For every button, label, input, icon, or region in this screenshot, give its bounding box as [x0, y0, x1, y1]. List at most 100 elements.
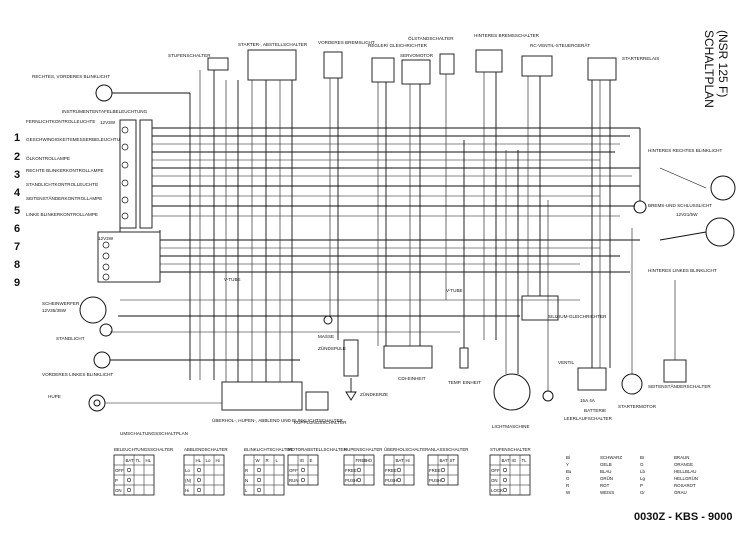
lamp-number: 8: [14, 259, 20, 271]
switch-contact: [440, 467, 446, 473]
horn: HUPE: [48, 394, 106, 412]
instrument-lamp-label: GESCHWINDIGKEITSMESSERBELEUCHTUNG: [26, 137, 127, 142]
lamp-number: 1: [14, 132, 20, 144]
instrument-lamp-label: STANDLICHTKONTROLLEUCHTE: [26, 182, 98, 187]
color-name: ROSAROT: [674, 483, 696, 488]
switch-table-row: PUSH: [429, 478, 441, 483]
switch-table-title: ABBLENDSCHALTER: [184, 447, 228, 452]
headlight-label: SCHEINWERFER: [42, 301, 80, 306]
servo-label: SERVOMOTOR: [400, 53, 434, 58]
lamp-number: 5: [14, 205, 20, 217]
diode-label: SILIZIUM-GLEICHRICHTER: [548, 314, 607, 319]
switch-table-row: OFF: [289, 468, 298, 473]
color-name: GRÜN: [600, 476, 613, 481]
color-name: GRAU: [674, 490, 687, 495]
clutch-label: KUPPLUNGSSCHALTER: [294, 420, 347, 425]
color-code: Bl: [566, 455, 570, 460]
color-name: ROT: [600, 483, 610, 488]
switch-table-col: ST: [450, 458, 456, 463]
color-code: Br: [640, 455, 645, 460]
switch-contact: [196, 467, 202, 473]
switch-contact: [502, 477, 508, 483]
switch-table-col: R: [266, 458, 269, 463]
rc-valve-label: RC-VENTIL-STEUERGERÄT: [530, 42, 590, 48]
switch-table-row: L: [245, 488, 248, 493]
brake-tail-label: BREMS-UND SCHLUSSLICHT: [648, 203, 712, 208]
switch-table-col: W: [256, 458, 261, 463]
battery-label: BATTERIE: [584, 408, 606, 413]
instrument-lamp-label: SEITENSTÄNDERKONTROLLAMPE: [26, 195, 102, 201]
switch-contact: [396, 477, 402, 483]
lamp-number: 7: [14, 241, 20, 253]
starter-motor-label: STARTERMOTOR: [618, 404, 657, 409]
lamp-number-column: 1 2 3 4 5 6 7 8 9: [14, 132, 21, 289]
front-left-blinker: VORDERES LINKES BLINKLICHT: [42, 351, 113, 377]
fuse-label: 15A 4A: [580, 398, 596, 403]
switch-contact: [356, 467, 362, 473]
lamp-number: 4: [14, 187, 21, 199]
switch-table-row: FREE: [345, 468, 357, 473]
switch-table-title: ÜBERHOLSCHALTER: [384, 447, 428, 452]
lamp-number: 3: [14, 169, 20, 181]
lamp-number: 6: [14, 223, 20, 235]
rear-lamps: HINTERES RECHTES BLINKLICHT BREMS-UND SC…: [633, 148, 736, 273]
horn-label: HUPE: [48, 394, 61, 399]
switch-table-title: BELEUCHTUNGSSCHALTER: [114, 447, 173, 452]
switch-table-col: TL: [136, 458, 142, 463]
switch-table-col: HO: [366, 458, 373, 463]
masse-label: MASSE: [318, 334, 334, 339]
brake-tail-rating: 12V21/5W: [676, 212, 698, 217]
switch-contact: [196, 477, 202, 483]
lichtmaschine-label: LICHTMASCHINE: [492, 424, 530, 429]
legend-title: UMSCHALTUNGSSCHALTPLAN: [120, 431, 188, 436]
instrument-lamp-label: INSTRUMENTENTAFELBELEUCHTUNG: [62, 109, 148, 114]
switch-table-col: IG: [300, 458, 305, 463]
lamp-number: 2: [14, 151, 20, 163]
title-line1: SCHALTPLAN: [702, 30, 716, 108]
switch-contact: [300, 467, 306, 473]
switch-table-row: FREE: [385, 468, 397, 473]
color-code: Lg: [640, 476, 645, 481]
zuendspule-label: ZÜNDSPULE: [318, 345, 346, 351]
vtube-label: V-TUBE: [446, 288, 463, 293]
bottom-components: MASSE ZÜNDSPULE ZÜNDKERZE CDI-EINHEIT TE…: [212, 277, 711, 429]
switch-contact: [126, 477, 132, 483]
front-brake-label: VORDERES BREMSLICHT: [318, 40, 375, 45]
color-code: Lb: [640, 469, 645, 474]
switch-table-row: LOCK: [491, 488, 503, 493]
switch-table-row: PUSH: [385, 478, 397, 483]
switch-contact: [502, 467, 508, 473]
switch-contact: [256, 467, 262, 473]
front-right-blinker: RECHTES, VORDERES BLINKLICHT: [32, 74, 190, 102]
diagram-code: 0030Z - KBS - 9000: [634, 511, 732, 523]
switch-table-col: BAT: [502, 458, 511, 463]
switch-contact: [126, 487, 132, 493]
valve-label: VENTIL: [558, 360, 575, 365]
switch-table-row: Lo: [185, 468, 190, 473]
switch-table-row: OFF: [115, 468, 124, 473]
switch-table-col: HL: [196, 458, 202, 463]
switch-table-col: TL: [522, 458, 528, 463]
switch-table-title: ANLASSSCHALTER: [428, 447, 468, 452]
switch-table-row: ON: [115, 488, 122, 493]
switch-table-row: Hi: [185, 488, 189, 493]
switch-table-row: N: [245, 478, 248, 483]
switch-table-title: HUPENSCHALTER: [344, 447, 382, 452]
leerlauf-label: LEERLAUFSCHALTER: [564, 416, 613, 421]
color-code: Gr: [640, 490, 645, 495]
oelstand-label: ÖLSTANDSCHALTER: [408, 35, 454, 41]
color-name: ORANGE: [674, 462, 693, 467]
switch-table-col: IG: [512, 458, 517, 463]
switch-table-title: BLINKLICHTSCHALTER: [244, 447, 292, 452]
switch-table-col: BAT: [396, 458, 405, 463]
regler-label: REGLER/ GLEICHRICHTER: [368, 43, 428, 48]
switch-table-col: FREE: [356, 458, 368, 463]
